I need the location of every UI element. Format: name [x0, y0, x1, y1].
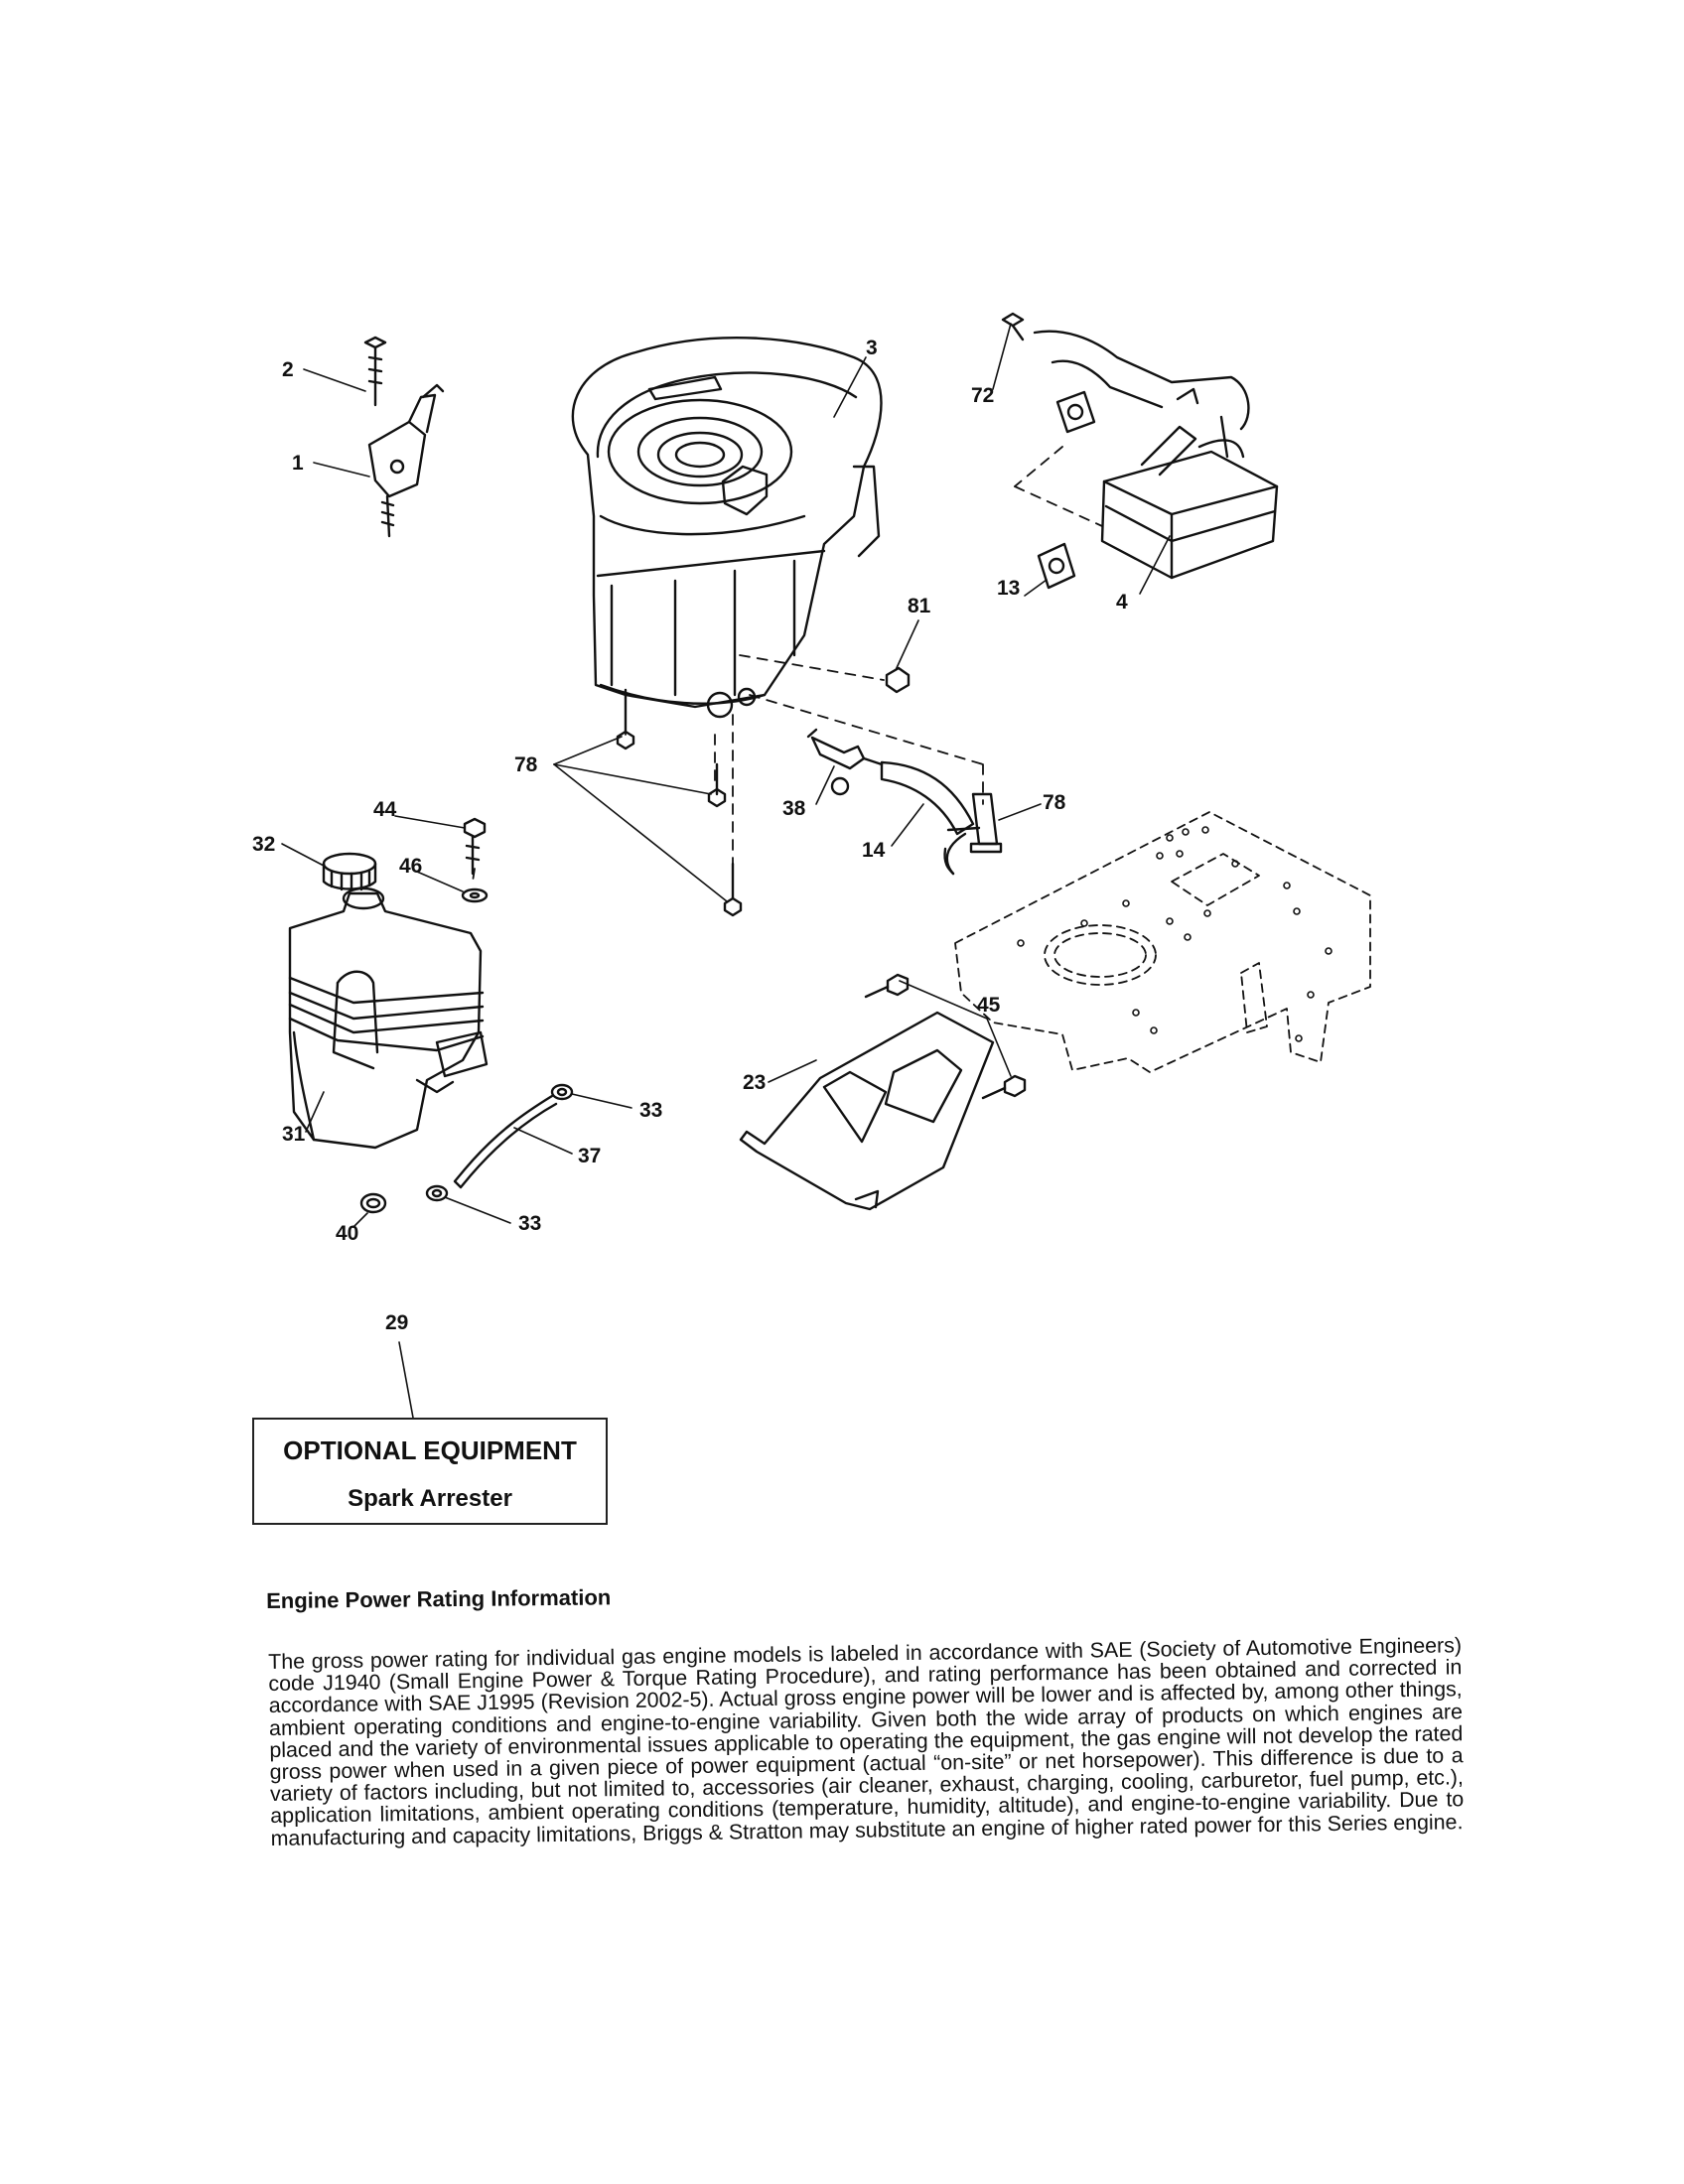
part-45-bolt-lower [981, 1074, 1027, 1100]
part-72-screw [1001, 312, 1025, 341]
part-81-nut [885, 666, 911, 694]
part-33-clamp-lower [425, 1184, 449, 1202]
rating-heading: Engine Power Rating Information [266, 1584, 612, 1613]
part-4-muffler [1033, 330, 1279, 580]
part-45-bolt-upper [864, 973, 910, 999]
callout-46: 46 [399, 855, 423, 878]
part-78-bolt-d [969, 792, 1003, 854]
part-78-bolt-a [616, 688, 635, 751]
callout-38: 38 [782, 797, 806, 820]
callout-33-lower: 33 [518, 1212, 542, 1235]
callout-78-right: 78 [1043, 791, 1066, 814]
callout-45: 45 [977, 994, 1001, 1017]
callout-32: 32 [252, 833, 276, 856]
part-3-engine [571, 336, 883, 719]
callout-31: 31 [282, 1123, 306, 1146]
part-13-gasket [1037, 542, 1076, 590]
callout-44: 44 [373, 798, 397, 821]
rating-body: The gross power rating for individual ga… [267, 1633, 1465, 1850]
optional-equipment-box: OPTIONAL EQUIPMENT Spark Arrester [252, 1418, 608, 1525]
part-78-bolt-b [707, 762, 727, 808]
part-14-fuel-line [880, 760, 981, 876]
part-31-fuel-tank [288, 887, 489, 1150]
part-33-clamp-upper [550, 1083, 574, 1101]
mounting-plate [954, 811, 1371, 1073]
part-37-fuel-line [453, 1094, 558, 1189]
callout-78-left: 78 [514, 753, 538, 776]
part-1-throttle-bracket [367, 383, 445, 538]
callout-72: 72 [971, 384, 995, 407]
callout-1: 1 [292, 452, 304, 475]
callout-13: 13 [997, 577, 1021, 600]
callout-23: 23 [743, 1071, 767, 1094]
callout-3: 3 [866, 337, 878, 359]
optional-equipment-title: OPTIONAL EQUIPMENT [283, 1435, 577, 1465]
callout-14: 14 [862, 839, 886, 862]
callout-40: 40 [336, 1222, 359, 1245]
part-23-heat-shield [739, 1011, 995, 1211]
part-46-washer [461, 887, 489, 903]
callout-4: 4 [1116, 591, 1128, 614]
mounting-plate-holes [1017, 826, 1333, 1042]
part-78-bolt-c [723, 862, 743, 917]
callout-2: 2 [282, 358, 294, 381]
part-40-grommet [359, 1192, 387, 1214]
callout-81: 81 [908, 595, 931, 617]
part-44-screw [463, 817, 487, 876]
callout-29: 29 [385, 1311, 409, 1334]
callout-33-upper: 33 [639, 1099, 663, 1122]
optional-equipment-item: Spark Arrester [348, 1485, 512, 1512]
part-32-fuel-cap [322, 852, 377, 892]
part-2-screw [363, 336, 387, 407]
callout-37: 37 [578, 1145, 602, 1167]
part-38-fuel-filter [806, 728, 884, 796]
